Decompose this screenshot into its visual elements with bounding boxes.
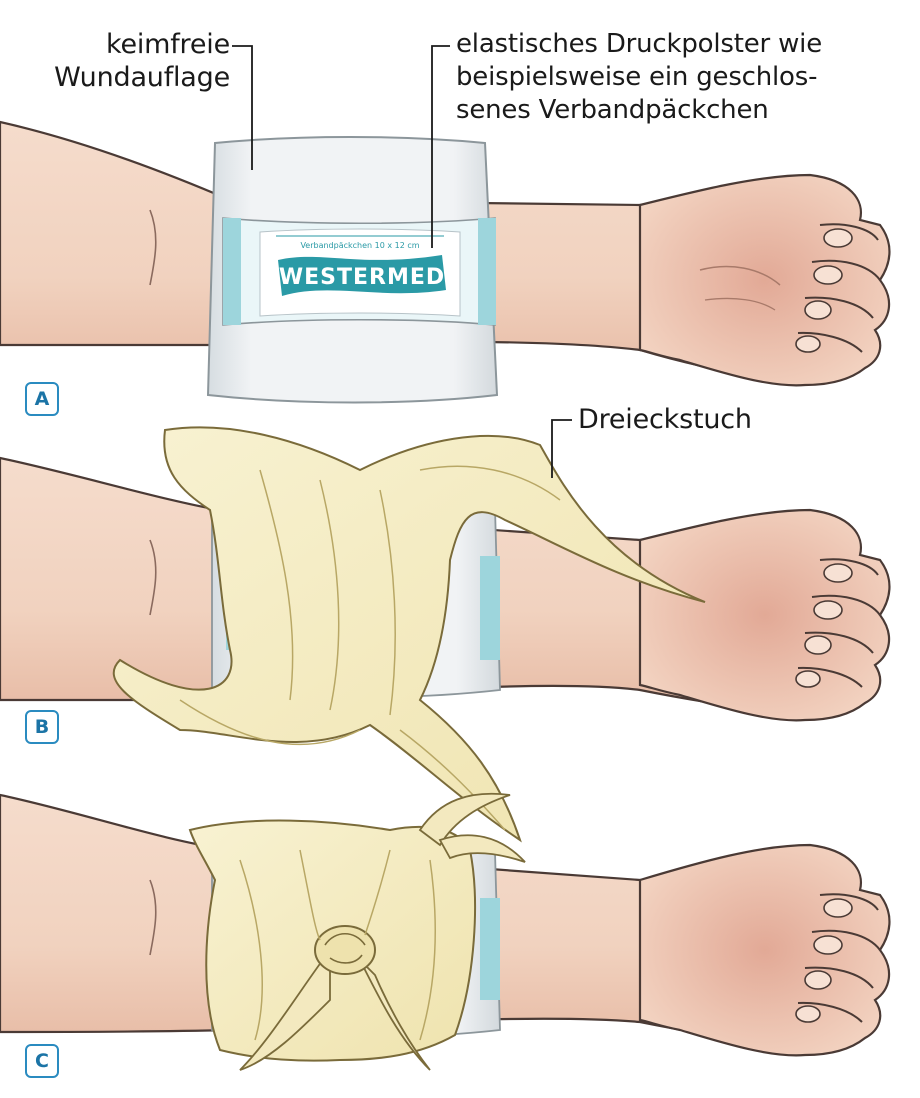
label-triangle-cloth-text: Dreieckstuch xyxy=(578,404,752,435)
hand-b xyxy=(638,508,891,722)
leader-triangle-cloth xyxy=(551,419,572,478)
knot xyxy=(314,925,376,975)
leader-pressure-pad xyxy=(431,45,450,248)
step-badge-a: A xyxy=(25,382,59,416)
step-badge-b: B xyxy=(25,710,59,744)
pressure-pad-package: Verbandpäckchen 10 x 12 cm WESTERMED xyxy=(222,217,496,326)
label-wound-pad-line2: Wundauflage xyxy=(54,62,230,93)
hand-c xyxy=(638,843,891,1057)
hand-a xyxy=(638,173,891,387)
panel-a: Verbandpäckchen 10 x 12 cm WESTERMED xyxy=(0,45,891,404)
label-wound-pad-line1: keimfreie xyxy=(105,29,230,60)
package-brand: WESTERMED xyxy=(279,265,445,290)
label-pressure-pad-line1: elastisches Druckpolster wie xyxy=(456,29,822,59)
label-pressure-pad-line2: beispielsweise ein geschlos- xyxy=(456,62,818,92)
leader-wound-pad xyxy=(232,45,253,170)
panel-c xyxy=(0,792,891,1071)
label-triangle-cloth: Dreieckstuch xyxy=(578,403,752,436)
label-pressure-pad: elastisches Druckpolster wie beispielswe… xyxy=(456,28,822,127)
step-badge-c: C xyxy=(25,1044,59,1078)
label-pressure-pad-line3: senes Verbandpäckchen xyxy=(456,95,769,125)
package-small-print: Verbandpäckchen 10 x 12 cm xyxy=(300,241,419,250)
label-wound-pad: keimfreie Wundauflage xyxy=(54,28,230,94)
triangle-cloth-b xyxy=(112,426,706,843)
panel-b xyxy=(0,419,891,843)
